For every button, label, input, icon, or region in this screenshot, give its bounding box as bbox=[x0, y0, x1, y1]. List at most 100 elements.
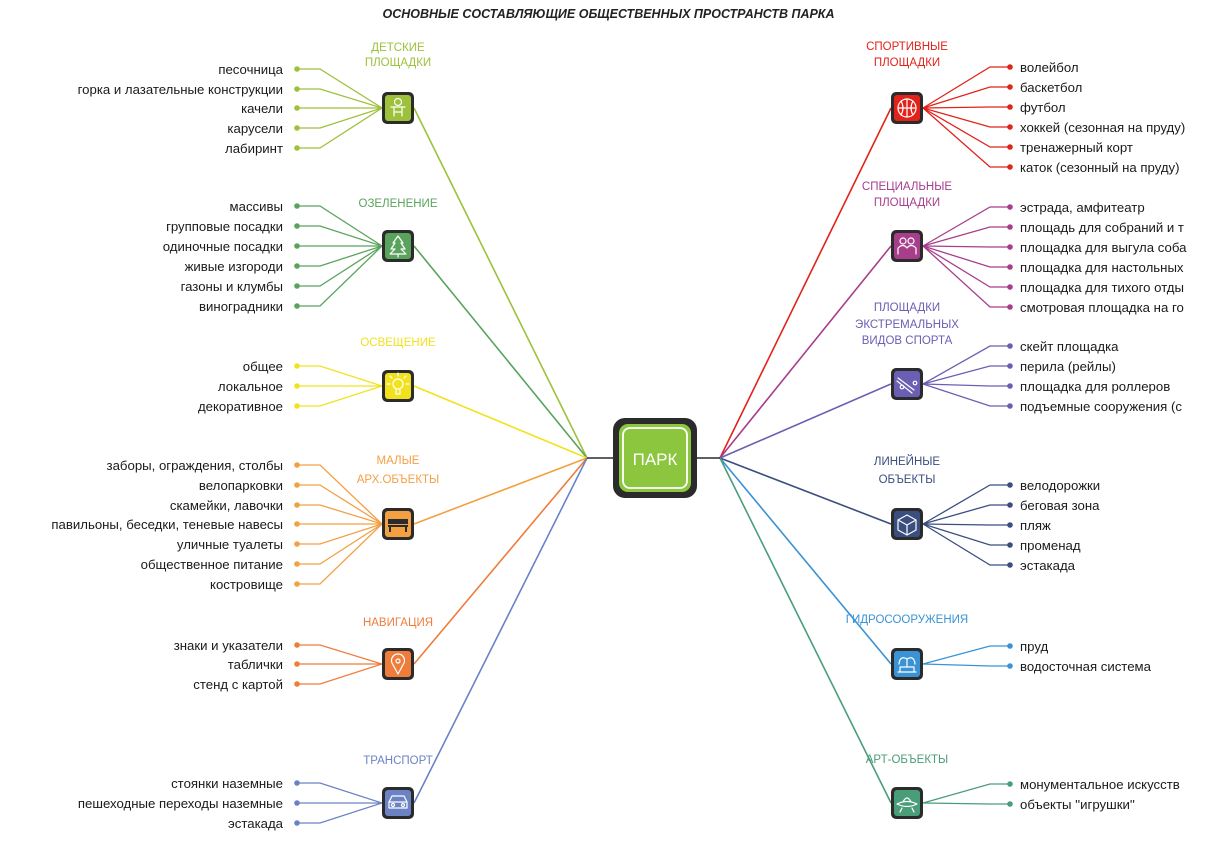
list-item: массивы bbox=[230, 199, 283, 214]
branch-dot bbox=[294, 482, 300, 488]
list-item: эстрада, амфитеатр bbox=[1020, 200, 1145, 215]
branch-dot bbox=[1007, 304, 1013, 310]
category-icon-nav bbox=[382, 648, 414, 680]
bench-icon bbox=[388, 519, 408, 532]
branch-dot bbox=[294, 780, 300, 786]
branch-line bbox=[922, 504, 1010, 525]
branch-dot bbox=[1007, 482, 1013, 488]
list-item: качели bbox=[241, 101, 283, 116]
car-icon bbox=[388, 795, 408, 809]
list-item: карусели bbox=[227, 121, 283, 136]
category-title-kids: ПЛОЩАДКИ bbox=[365, 57, 431, 69]
branch-dot bbox=[294, 581, 300, 587]
map-pin-icon bbox=[390, 653, 406, 675]
branch-dot bbox=[1007, 264, 1013, 270]
branch-line bbox=[297, 523, 383, 585]
list-item: стоянки наземные bbox=[171, 776, 283, 791]
branch-line bbox=[297, 484, 383, 525]
list-item: пешеходные переходы наземные bbox=[78, 796, 283, 811]
branch-line bbox=[922, 365, 1010, 385]
branch-line bbox=[922, 645, 1010, 665]
list-item: беговая зона bbox=[1020, 498, 1100, 513]
branch-dot bbox=[1007, 104, 1013, 110]
list-item: эстакада bbox=[1020, 558, 1076, 573]
branch-line bbox=[922, 107, 1010, 148]
branch-dot bbox=[294, 125, 300, 131]
branch-line bbox=[922, 206, 1010, 247]
category-icon-sport bbox=[891, 92, 923, 124]
branch-dot bbox=[294, 681, 300, 687]
list-item: велопарковки bbox=[199, 478, 283, 493]
list-item: локальное bbox=[218, 379, 283, 394]
list-item: перила (рейлы) bbox=[1020, 359, 1116, 374]
fountain-icon bbox=[897, 657, 917, 673]
category-title-transport: ТРАНСПОРТ bbox=[363, 755, 433, 767]
branch-line bbox=[297, 245, 383, 267]
list-item: живые изгороди bbox=[185, 259, 283, 274]
branch-dot bbox=[1007, 663, 1013, 669]
branch-dot bbox=[1007, 801, 1013, 807]
list-item: павильоны, беседки, теневые навесы bbox=[51, 517, 283, 532]
diagram-title: ОСНОВНЫЕ СОСТАВЛЯЮЩИЕ ОБЩЕСТВЕННЫХ ПРОСТ… bbox=[382, 7, 835, 21]
branch-line bbox=[922, 802, 1010, 805]
branch-line bbox=[922, 484, 1010, 525]
list-item: водосточная система bbox=[1020, 659, 1152, 674]
list-item: общее bbox=[243, 359, 283, 374]
center-label: ПАРК bbox=[633, 450, 678, 469]
branch-dot bbox=[294, 66, 300, 72]
list-item: виноградники bbox=[199, 299, 283, 314]
category-icon-hydro bbox=[891, 648, 923, 680]
branch-dot bbox=[1007, 144, 1013, 150]
list-item: баскетбол bbox=[1020, 80, 1082, 95]
branch-dot bbox=[1007, 562, 1013, 568]
category-title-extreme: ВИДОВ СПОРТА bbox=[862, 335, 953, 347]
category-title-kids: ДЕТСКИЕ bbox=[371, 42, 425, 54]
list-item: волейбол bbox=[1020, 60, 1079, 75]
list-item: хоккей (сезонная на пруду) bbox=[1020, 120, 1185, 135]
connector-nav bbox=[413, 457, 588, 665]
branch-line bbox=[922, 523, 1010, 546]
connector-transport bbox=[413, 457, 588, 804]
branch-line bbox=[297, 523, 383, 565]
list-item: футбол bbox=[1020, 100, 1066, 115]
branch-line bbox=[922, 66, 1010, 109]
center-node: ПАРК bbox=[613, 418, 697, 498]
branch-dot bbox=[1007, 363, 1013, 369]
branch-line bbox=[922, 86, 1010, 109]
list-item: одиночные посадки bbox=[163, 239, 283, 254]
list-item: горка и лазательные конструкции bbox=[78, 82, 283, 97]
branch-dot bbox=[294, 561, 300, 567]
list-item: площадка для настольных bbox=[1020, 260, 1184, 275]
list-item: площадка для тихого отды bbox=[1020, 280, 1184, 295]
category-title-small: АРХ.ОБЪЕКТЫ bbox=[357, 474, 439, 486]
branch-line bbox=[922, 107, 1010, 168]
list-item: велодорожки bbox=[1020, 478, 1100, 493]
branch-dot bbox=[294, 105, 300, 111]
list-item: газоны и клумбы bbox=[181, 279, 283, 294]
connector-light bbox=[413, 385, 588, 459]
lightbulb-icon bbox=[386, 372, 410, 395]
category-title-small: МАЛЫЕ bbox=[377, 455, 420, 467]
branch-line bbox=[922, 383, 1010, 387]
branch-line bbox=[297, 523, 383, 545]
list-item: групповые посадки bbox=[166, 219, 283, 234]
branch-line bbox=[922, 345, 1010, 385]
category-title-sport: СПОРТИВНЫЕ bbox=[866, 41, 948, 53]
category-icon-small bbox=[382, 508, 414, 540]
connector-special bbox=[719, 245, 892, 459]
branch-line bbox=[297, 365, 383, 387]
branch-dot bbox=[294, 541, 300, 547]
category-title-sport: ПЛОЩАДКИ bbox=[874, 57, 940, 69]
branch-dot bbox=[1007, 383, 1013, 389]
branch-dot bbox=[294, 383, 300, 389]
branch-line bbox=[297, 205, 383, 247]
category-icon-linear bbox=[891, 508, 923, 540]
branch-dot bbox=[294, 86, 300, 92]
list-item: подъемные сооружения (с bbox=[1020, 399, 1182, 414]
list-item: пруд bbox=[1020, 639, 1048, 654]
branch-line bbox=[297, 88, 383, 109]
branch-dot bbox=[294, 243, 300, 249]
branch-dot bbox=[294, 661, 300, 667]
branch-line bbox=[297, 464, 383, 525]
